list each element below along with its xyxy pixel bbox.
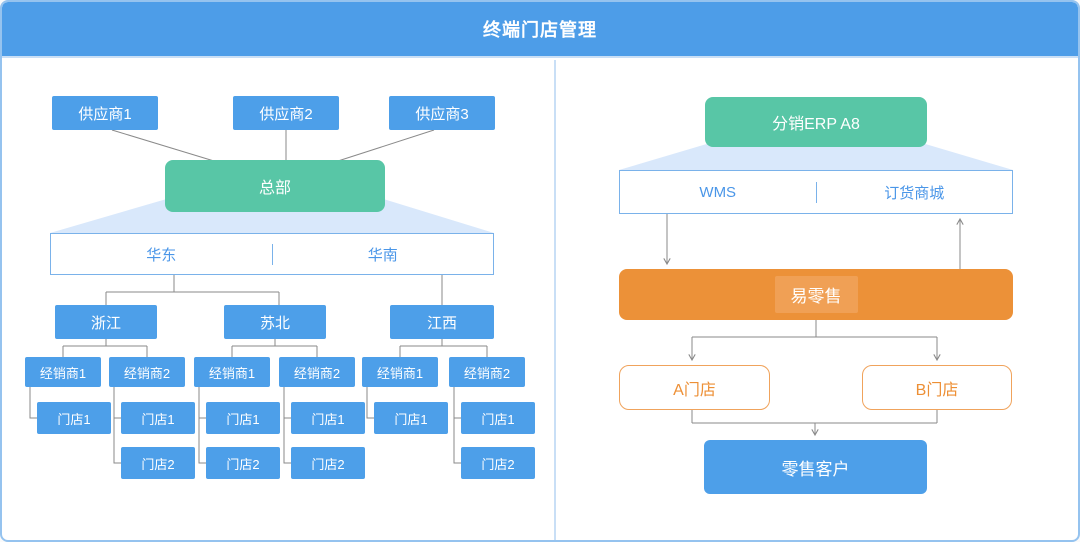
subei-dealer-2-store-1-node: 门店1 (291, 402, 365, 434)
modules-box: WMS 订货商城 (619, 170, 1013, 214)
jiangxi-dealer-1-store-1-node: 门店1 (374, 402, 448, 434)
jiangxi-dealer-2-node: 经销商2 (449, 357, 525, 387)
subei-dealer-2-node: 经销商2 (279, 357, 355, 387)
subei-dealer-2-store-2-node: 门店2 (291, 447, 365, 479)
province-subei-node: 苏北 (224, 305, 326, 339)
erp-node: 分销ERP A8 (705, 97, 927, 147)
erp-funnel-shape (619, 143, 1013, 170)
supplier-1-node: 供应商1 (52, 96, 158, 130)
zhejiang-dealer-2-store-1-node: 门店1 (121, 402, 195, 434)
title-bar: 终端门店管理 (2, 2, 1078, 58)
region-huadong-cell: 华东 (146, 246, 177, 264)
subei-dealer-1-store-2-node: 门店2 (206, 447, 280, 479)
zhejiang-dealer-2-store-2-node: 门店2 (121, 447, 195, 479)
region-huanan-cell: 华南 (271, 243, 494, 265)
province-zhejiang-node: 浙江 (55, 305, 157, 339)
left-connectors (29, 129, 488, 464)
subei-dealer-1-node: 经销商1 (194, 357, 270, 387)
supplier-2-node: 供应商2 (233, 96, 339, 130)
subei-dealer-1-store-1-node: 门店1 (206, 402, 280, 434)
store-b-node: B门店 (862, 365, 1012, 410)
zhejiang-dealer-1-store-1-node: 门店1 (37, 402, 111, 434)
wms-cell: WMS (699, 183, 737, 201)
headquarters-node: 总部 (165, 160, 385, 212)
jiangxi-dealer-2-store-2-node: 门店2 (461, 447, 535, 479)
order-mall-cell: 订货商城 (815, 181, 1013, 203)
right-connectors (663, 214, 964, 437)
retail-system-node: 易零售 (619, 269, 1013, 320)
supplier-3-node: 供应商3 (389, 96, 495, 130)
jiangxi-dealer-2-store-1-node: 门店1 (461, 402, 535, 434)
region-box: 华东 华南 (50, 233, 494, 275)
retail-system-label: 易零售 (774, 276, 858, 313)
zhejiang-dealer-2-node: 经销商2 (109, 357, 185, 387)
retail-customer-node: 零售客户 (704, 440, 927, 494)
jiangxi-dealer-1-node: 经销商1 (362, 357, 438, 387)
page-title: 终端门店管理 (483, 20, 597, 40)
zhejiang-dealer-1-node: 经销商1 (25, 357, 101, 387)
store-a-node: A门店 (619, 365, 770, 410)
province-jiangxi-node: 江西 (390, 305, 494, 339)
panel-divider (554, 60, 556, 540)
